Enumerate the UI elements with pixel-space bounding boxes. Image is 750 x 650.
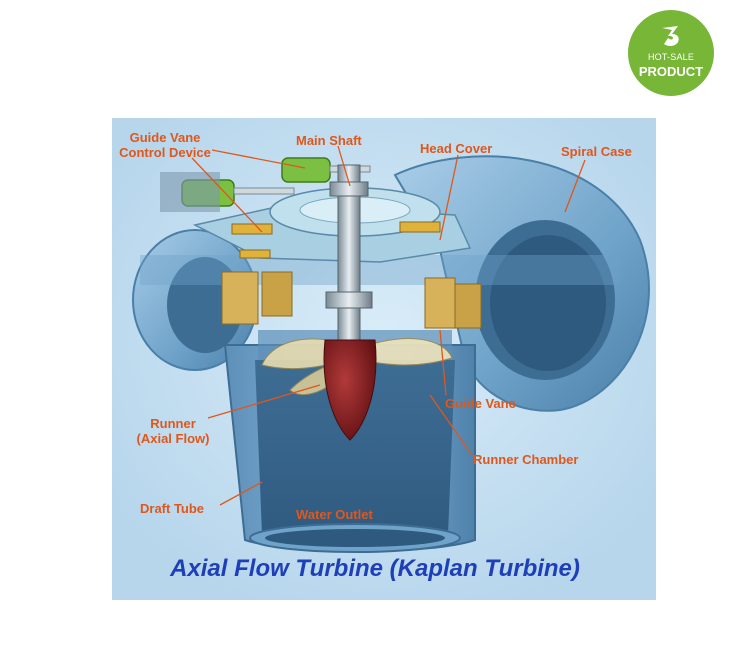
guide-vane-right-b (454, 283, 482, 329)
label-water-outlet: Water Outlet (296, 507, 373, 522)
guide-vane-right-a (424, 277, 456, 329)
label-head-cover: Head Cover (420, 141, 493, 156)
label-main-shaft: Main Shaft (296, 133, 362, 148)
label-guide-vane-control-line1: Guide Vane (129, 130, 201, 145)
brand-logo-icon (662, 26, 679, 47)
servomotor-right (281, 157, 331, 183)
runner-blade-right (359, 338, 453, 366)
label-runner-line2: (Axial Flow) (136, 431, 210, 446)
label-runner: Runner (Axial Flow) (118, 416, 228, 446)
label-runner-chamber: Runner Chamber (473, 452, 579, 467)
badge-line-1: HOT-SALE (647, 52, 695, 62)
label-guide-vane-control-device: Guide Vane Control Device (105, 130, 225, 160)
label-spiral-case: Spiral Case (561, 144, 632, 159)
leader-lines (191, 145, 586, 506)
label-guide-vane-control-line2: Control Device (119, 145, 211, 160)
caption: Axial Flow Turbine (Kaplan Turbine) (170, 555, 580, 582)
label-runner-line1: Runner (150, 416, 196, 431)
label-draft-tube: Draft Tube (140, 501, 205, 516)
guide-vane-left-a (221, 271, 259, 325)
hot-sale-badge: HOT-SALE PRODUCT (628, 10, 714, 96)
draft-tube-inner (255, 360, 455, 545)
badge-line-2: PRODUCT (638, 64, 704, 79)
guide-vane-left-b (261, 271, 293, 317)
label-guide-vane: Guide Vane (445, 396, 516, 411)
runner-hub (323, 339, 377, 441)
